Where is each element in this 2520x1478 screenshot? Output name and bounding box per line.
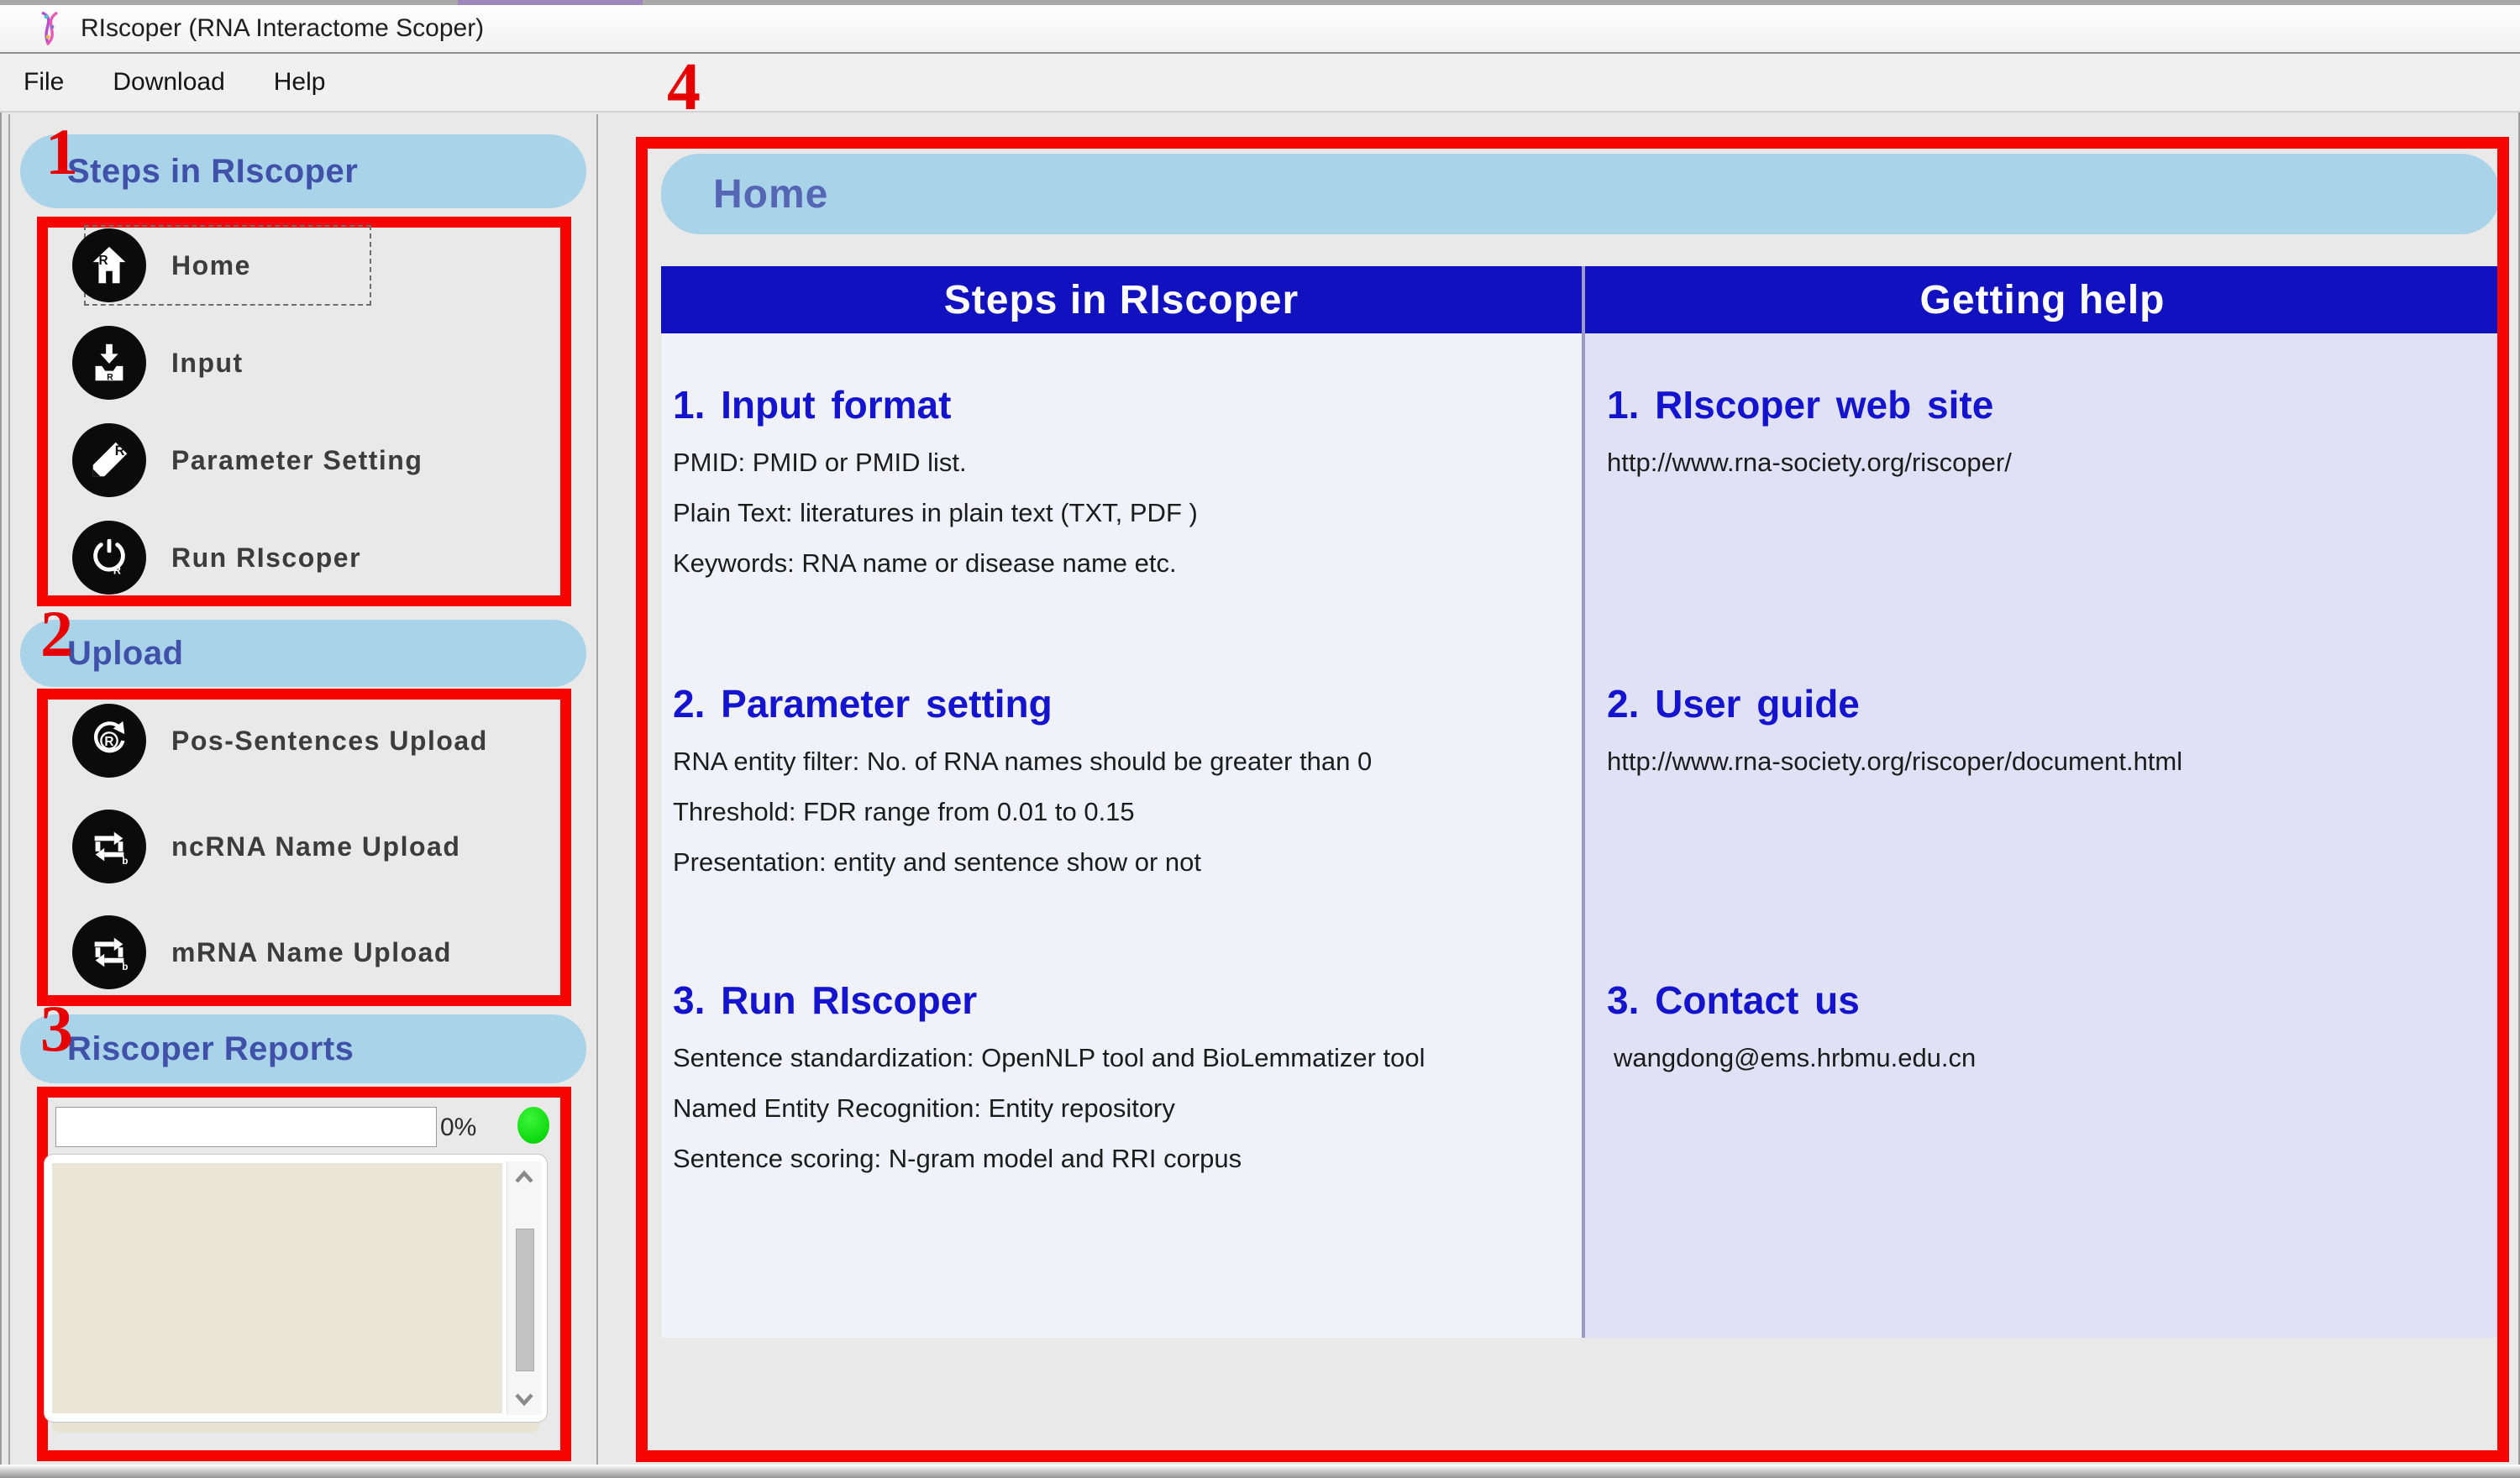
- section-title: 2. Parameter setting: [673, 682, 1053, 726]
- svg-text:R: R: [113, 564, 121, 576]
- contact-email: wangdong@ems.hrbmu.edu.cn: [1614, 1043, 1977, 1072]
- section-web-site: 1. RIscoper web site http://www.rna-soci…: [1607, 382, 2483, 488]
- column-divider: [1582, 266, 1585, 1338]
- progress-bar: [55, 1107, 437, 1147]
- sidebar-item-label: ncRNA Name Upload: [171, 831, 461, 862]
- sidebar-item-label: Parameter Setting: [171, 444, 423, 475]
- menu-download[interactable]: Download: [113, 68, 225, 96]
- section-text-line: Threshold: FDR range from 0.01 to 0.15: [673, 797, 1135, 826]
- sidebar-item-home[interactable]: R Home: [72, 228, 543, 302]
- section-text-line: Plain Text: literatures in plain text (T…: [673, 498, 1198, 527]
- sidebar-header-steps: Steps in RIscoper: [20, 134, 586, 208]
- section-title: 3. Run RIscoper: [673, 978, 978, 1022]
- sidebar-item-label: mRNA Name Upload: [171, 936, 452, 967]
- page-title-banner: Home: [661, 154, 2500, 234]
- section-text-line: Keywords: RNA name or disease name etc.: [673, 548, 1177, 578]
- page-title: Home: [713, 171, 829, 217]
- annotation-number-1: 1: [45, 115, 78, 188]
- column-header-getting-help: Getting help: [1585, 266, 2500, 333]
- section-title: 3. Contact us: [1607, 978, 1860, 1022]
- scrollbar-thumb[interactable]: [516, 1229, 534, 1371]
- svg-text:R: R: [104, 735, 113, 749]
- log-scrollbar[interactable]: [507, 1161, 542, 1415]
- section-title: 1. RIscoper web site: [1607, 383, 1994, 427]
- window-bottom-bar: [0, 1465, 2520, 1478]
- section-text-line: Sentence scoring: N-gram model and RRI c…: [673, 1144, 1242, 1173]
- annotation-box-steps: [37, 217, 571, 606]
- svg-text:b: b: [122, 962, 128, 972]
- section-user-guide: 2. User guide http://www.rna-society.org…: [1607, 681, 2483, 787]
- menu-file[interactable]: File: [24, 68, 65, 96]
- annotation-number-4: 4: [667, 50, 701, 124]
- svg-text:R: R: [115, 443, 125, 459]
- run-icon: R: [72, 521, 146, 595]
- status-indicator-dot: [517, 1107, 549, 1144]
- section-text-line: Presentation: entity and sentence show o…: [673, 847, 1202, 877]
- annotation-number-2: 2: [40, 597, 73, 670]
- svg-text:b: b: [122, 857, 128, 867]
- home-icon: R: [72, 228, 146, 302]
- sidebar-item-label: Input: [171, 347, 244, 378]
- section-text-line: PMID: PMID or PMID list.: [673, 448, 967, 477]
- getting-help-column: 1. RIscoper web site http://www.rna-soci…: [1585, 333, 2500, 1338]
- svg-text:R: R: [107, 372, 113, 382]
- scroll-up-icon[interactable]: [511, 1163, 538, 1192]
- section-contact-us: 3. Contact us wangdong@ems.hrbmu.edu.cn: [1607, 977, 2483, 1083]
- sidebar-item-pos-sentences-upload[interactable]: R Pos-Sentences Upload: [72, 704, 543, 778]
- scroll-down-icon[interactable]: [511, 1385, 538, 1413]
- window-title: RIscoper (RNA Interactome Scoper): [81, 14, 485, 42]
- sidebar-item-label: Home: [171, 249, 251, 280]
- section-text-line: Sentence standardization: OpenNLP tool a…: [673, 1043, 1425, 1072]
- title-bar: RIscoper (RNA Interactome Scoper): [0, 5, 2520, 54]
- sidebar-item-input[interactable]: R Input: [72, 326, 543, 400]
- sidebar-header-reports: Riscoper Reports: [20, 1014, 586, 1083]
- progress-percent-label: 0%: [440, 1114, 477, 1141]
- sidebar-header-upload: Upload: [20, 620, 586, 687]
- annotation-number-3: 3: [40, 992, 73, 1065]
- pos-sentences-upload-icon: R: [72, 704, 146, 778]
- sidebar-header-reports-label: Riscoper Reports: [67, 1030, 354, 1067]
- annotation-box-main: [636, 137, 2509, 1462]
- steps-column: 1. Input format PMID: PMID or PMID list.…: [661, 333, 1582, 1338]
- sidebar-item-label: Pos-Sentences Upload: [171, 725, 488, 756]
- ncrna-name-upload-icon: b: [72, 810, 146, 883]
- window-top-edge: [0, 0, 2520, 5]
- sidebar-item-ncrna-name-upload[interactable]: b ncRNA Name Upload: [72, 810, 543, 883]
- sidebar-header-steps-label: Steps in RIscoper: [67, 152, 359, 190]
- section-run-riscoper: 3. Run RIscoper Sentence standardization…: [673, 977, 1565, 1184]
- sidebar-item-label: Run RIscoper: [171, 542, 362, 573]
- report-log-frame: [44, 1154, 548, 1423]
- section-text-line: RNA entity filter: No. of RNA names shou…: [673, 747, 1373, 776]
- dna-icon: [41, 11, 59, 46]
- svg-text:R: R: [98, 254, 108, 268]
- section-title: 1. Input format: [673, 383, 952, 427]
- user-guide-url: http://www.rna-society.org/riscoper/docu…: [1607, 747, 2183, 776]
- sidebar-header-upload-label: Upload: [67, 634, 184, 672]
- section-title: 2. User guide: [1607, 682, 1860, 726]
- column-header-steps: Steps in RIscoper: [661, 266, 1582, 333]
- annotation-box-upload: [37, 689, 571, 1006]
- section-parameter-setting: 2. Parameter setting RNA entity filter: …: [673, 681, 1565, 888]
- sidebar-item-mrna-name-upload[interactable]: b mRNA Name Upload: [72, 915, 543, 989]
- section-input-format: 1. Input format PMID: PMID or PMID list.…: [673, 382, 1565, 589]
- sidebar-item-parameter-setting[interactable]: R Parameter Setting: [72, 423, 543, 497]
- input-icon: R: [72, 326, 146, 400]
- mrna-name-upload-icon: b: [72, 915, 146, 989]
- report-log-textarea[interactable]: [52, 1163, 502, 1413]
- sidebar-item-run-riscoper[interactable]: R Run RIscoper: [72, 521, 543, 595]
- parameter-setting-icon: R: [72, 423, 146, 497]
- menu-bar: File Download Help: [0, 54, 2520, 113]
- web-site-url: http://www.rna-society.org/riscoper/: [1607, 448, 2012, 477]
- section-text-line: Named Entity Recognition: Entity reposit…: [673, 1093, 1175, 1123]
- background-window-sliver: [458, 0, 643, 5]
- menu-help[interactable]: Help: [273, 68, 326, 96]
